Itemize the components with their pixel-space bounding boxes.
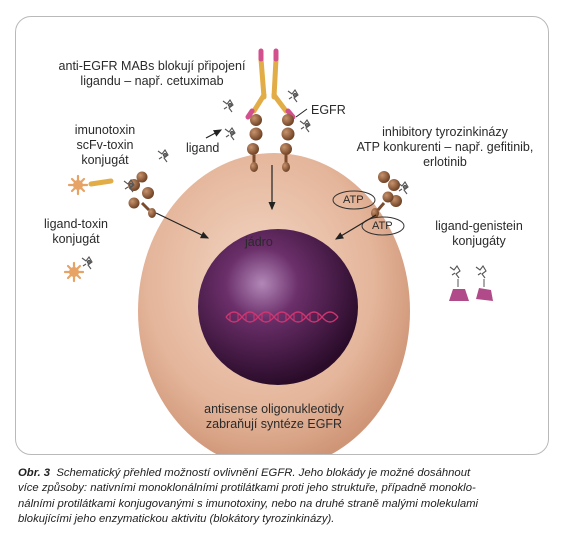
toxin-star-immunotoxin	[67, 174, 89, 196]
label-egfr: EGFR	[311, 103, 346, 117]
arrow-immunotoxin-to-nucleus	[155, 212, 210, 239]
egfr-receptor-right	[280, 114, 295, 172]
egfr-receptor-left	[247, 114, 263, 172]
arrow-tki-to-nucleus	[334, 214, 377, 240]
caption-line-4: blokujícími jeho enzymatickou aktivitu (…	[18, 512, 335, 525]
ligand-molecules	[81, 89, 409, 270]
genistein-conjugates	[449, 265, 493, 301]
label-atp-1: ATP	[343, 194, 364, 206]
atp-oval-1	[332, 190, 376, 210]
label-ligand: ligand	[186, 141, 220, 155]
caption-line-3: nálními protilátkami konjugovanými s imu…	[18, 497, 479, 510]
caption-prefix: Obr. 3	[18, 467, 51, 479]
egfr-pointer	[295, 108, 308, 118]
caption-line-1: Schematický přehled možností ovlivnění E…	[56, 467, 471, 479]
label-nucleus: jádro	[245, 235, 273, 249]
caption-line-2: více způsoby: nativními monoklonálními p…	[18, 482, 476, 495]
egfr-diagram	[63, 48, 493, 454]
egfr-receptor-right-side	[371, 171, 402, 218]
atp-oval-2	[361, 216, 405, 236]
scfv-linker	[88, 178, 114, 187]
figure-caption: Obr. 3 Schematický přehled možností ovli…	[18, 466, 546, 527]
arrow-ligand	[205, 129, 223, 139]
antibody-icon	[245, 48, 296, 120]
dna-helix	[225, 311, 339, 323]
label-atp-2: ATP	[372, 220, 393, 232]
nucleus	[198, 229, 358, 385]
egfr-receptor-left-side	[128, 171, 156, 218]
toxin-star-ligand-toxin	[63, 261, 85, 283]
